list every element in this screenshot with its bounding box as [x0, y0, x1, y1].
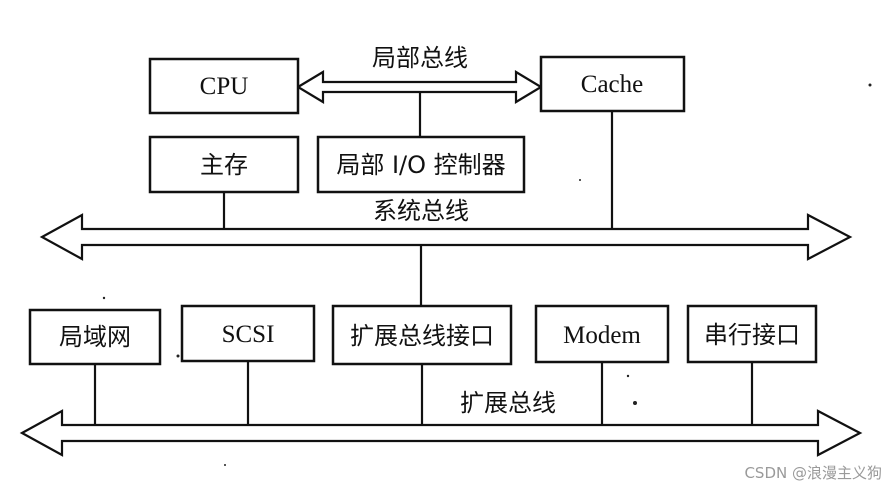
serial-interface-label: 串行接口 [704, 321, 800, 349]
serial-interface-node: 串行接口 [686, 304, 818, 364]
scan-speck [176, 354, 180, 358]
cache-label: Cache [581, 71, 643, 98]
modem-node: Modem [534, 304, 670, 364]
scan-speck [579, 179, 581, 181]
scsi-node: SCSI [180, 304, 316, 363]
lan-node: 局域网 [28, 308, 162, 366]
scan-speck [633, 401, 637, 405]
cpu-label: CPU [200, 73, 249, 100]
scan-speck [868, 83, 872, 87]
expansion-bus-interface-label: 扩展总线接口 [350, 322, 494, 350]
main-memory-node: 主存 [148, 135, 300, 194]
watermark-text: CSDN @浪漫主义狗 [744, 464, 882, 482]
cache-node: Cache [539, 55, 686, 113]
scan-speck [626, 374, 630, 378]
lan-label: 局域网 [59, 323, 131, 351]
modem-label: Modem [563, 322, 641, 349]
local-bus-label: 局部总线 [372, 44, 468, 72]
system-bus-label: 系统总线 [373, 197, 469, 225]
expansion-bus-interface-node: 扩展总线接口 [331, 304, 513, 366]
scan-speck [102, 296, 106, 300]
main-memory-label: 主存 [200, 151, 248, 179]
cpu-node: CPU [148, 57, 300, 115]
expansion-bus-arrow [19, 409, 863, 457]
scan-speck [224, 464, 226, 466]
system-bus-arrow [39, 213, 853, 261]
local-io-controller-label: 局部 I/O 控制器 [336, 151, 505, 179]
expansion-bus-label: 扩展总线 [460, 389, 556, 417]
scsi-label: SCSI [222, 321, 275, 348]
local-io-controller-node: 局部 I/O 控制器 [316, 135, 526, 194]
